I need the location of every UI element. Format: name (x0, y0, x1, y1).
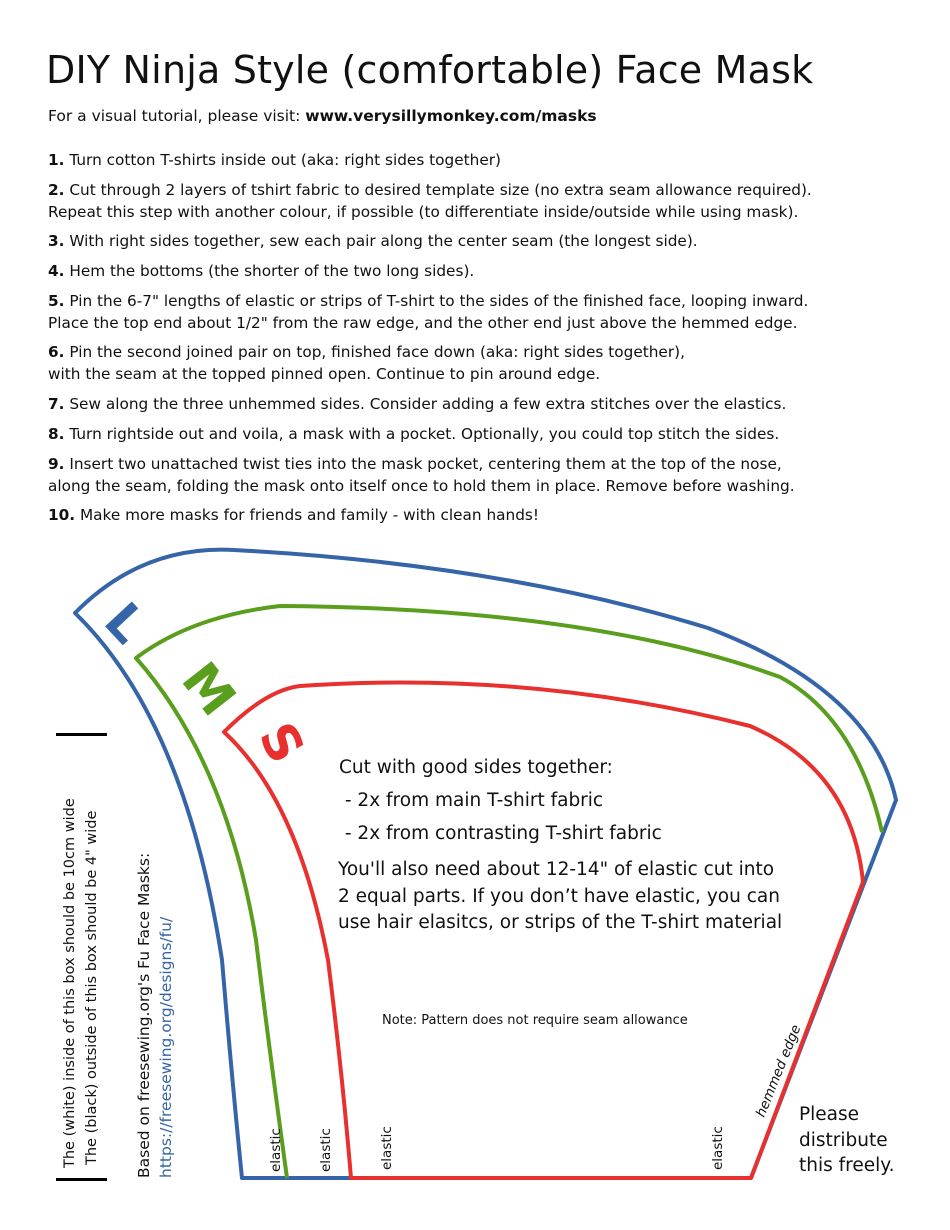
step-text: With right sides together, sew each pair… (69, 232, 698, 251)
elastic-label-right: elastic (710, 1126, 726, 1170)
step-6: 6. Pin the second joined pair on top, fi… (48, 341, 928, 385)
cut-instructions: Cut with good sides together: - 2x from … (339, 751, 662, 850)
elastic-label-large: elastic (268, 1128, 284, 1172)
credit-line: Based on freesewing.org's Fu Face Masks: (135, 852, 153, 1178)
size-label-medium: M (171, 652, 247, 727)
step-text: Insert two unattached twist ties into th… (48, 454, 795, 495)
elastic-label-medium: elastic (318, 1128, 334, 1172)
tutorial-line: For a visual tutorial, please visit: www… (48, 107, 597, 125)
step-text: Cut through 2 layers of tshirt fabric to… (48, 180, 812, 221)
credit-link[interactable]: https://freesewing.org/designs/fu/ (157, 916, 175, 1178)
size-label-small: S (247, 713, 315, 772)
step-text: Turn rightside out and voila, a mask wit… (69, 424, 780, 443)
step-text: Sew along the three unhemmed sides. Cons… (69, 395, 787, 414)
step-text: Hem the bottoms (the shorter of the two … (69, 262, 475, 281)
elastic-label-small: elastic (379, 1126, 395, 1170)
pattern-outline-small (222, 680, 865, 1180)
tutorial-text: For a visual tutorial, please visit: (48, 107, 306, 125)
step-number: 9. (48, 454, 65, 473)
step-2: 2. Cut through 2 layers of tshirt fabric… (48, 179, 928, 223)
pattern-outline-large (73, 547, 898, 1180)
calibration-bar-top (56, 733, 107, 736)
elastic-note: You'll also need about 12-14" of elastic… (338, 859, 783, 933)
tutorial-link[interactable]: www.verysillymonkey.com/masks (305, 107, 597, 125)
calibration-note-imperial: The (black) outside of this box should b… (84, 810, 100, 1165)
cut-item-main: - 2x from main T-shirt fabric (339, 790, 604, 811)
calibration-bar-bottom (56, 1178, 107, 1181)
pattern-outline-medium (134, 604, 884, 1179)
distribute-note: Please distribute this freely. (799, 1104, 895, 1176)
step-9: 9. Insert two unattached twist ties into… (48, 453, 928, 497)
step-number: 5. (48, 291, 65, 310)
step-number: 7. (48, 395, 65, 414)
seam-allowance-note: Note: Pattern does not require seam allo… (382, 1013, 688, 1028)
cut-item-contrast: - 2x from contrasting T-shirt fabric (339, 823, 662, 844)
step-3: 3. With right sides together, sew each p… (48, 230, 928, 252)
cut-heading: Cut with good sides together: (339, 757, 613, 778)
step-number: 6. (48, 343, 65, 362)
page-title: DIY Ninja Style (comfortable) Face Mask (46, 48, 814, 92)
step-1: 1. Turn cotton T-shirts inside out (aka:… (48, 149, 928, 171)
step-text: Pin the second joined pair on top, finis… (48, 343, 685, 384)
step-number: 3. (48, 232, 65, 251)
step-5: 5. Pin the 6-7" lengths of elastic or st… (48, 290, 928, 334)
step-7: 7. Sew along the three unhemmed sides. C… (48, 393, 928, 415)
step-4: 4. Hem the bottoms (the shorter of the t… (48, 260, 928, 282)
step-number: 2. (48, 180, 65, 199)
step-number: 8. (48, 424, 65, 443)
instruction-list: 1. Turn cotton T-shirts inside out (aka:… (48, 149, 928, 534)
step-number: 1. (48, 151, 65, 169)
step-number: 4. (48, 262, 65, 281)
step-number: 10. (48, 506, 76, 525)
calibration-note-metric: The (white) inside of this box should be… (62, 798, 78, 1168)
step-8: 8. Turn rightside out and voila, a mask … (48, 423, 928, 445)
step-text: Pin the 6-7" lengths of elastic or strip… (48, 291, 809, 332)
step-10: 10. Make more masks for friends and fami… (48, 504, 928, 526)
step-text: Turn cotton T-shirts inside out (aka: ri… (69, 151, 502, 169)
step-text: Make more masks for friends and family -… (79, 506, 540, 525)
